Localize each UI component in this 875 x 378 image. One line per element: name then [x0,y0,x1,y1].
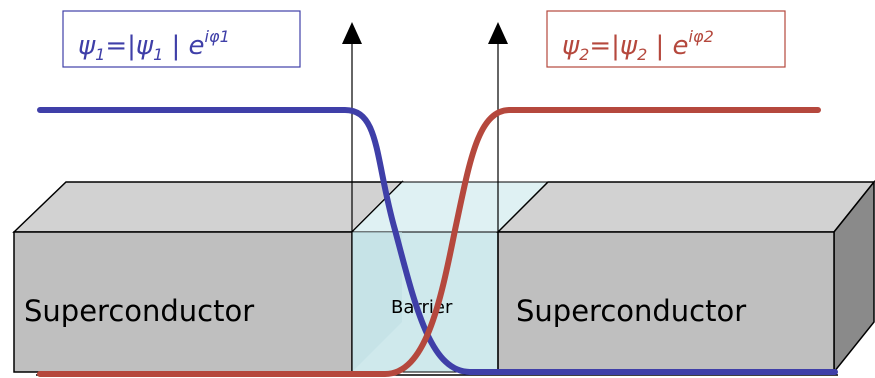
right-axis-arrowhead [488,22,508,44]
psi1-label-box: ψ1=|ψ1 | eiφ1 [62,10,301,68]
left-vertical-axis [342,22,362,372]
barrier-block [350,181,550,373]
right-superconductor-block [496,179,875,375]
left-axis-arrowhead [342,22,362,44]
psi2-wavefunction-curve [37,107,821,377]
psi1-formula: ψ1=|ψ1 | eiφ1 [78,27,230,64]
right-vertical-axis [488,22,508,372]
left-superconductor-label: Superconductor [24,294,254,328]
psi2-label-box: ψ2=|ψ2 | eiφ2 [546,10,786,68]
right-superconductor-label: Superconductor [516,294,746,328]
psi2-formula: ψ2=|ψ2 | eiφ2 [562,27,714,64]
left-superconductor-block [12,180,404,374]
psi1-wavefunction-curve [37,107,838,375]
